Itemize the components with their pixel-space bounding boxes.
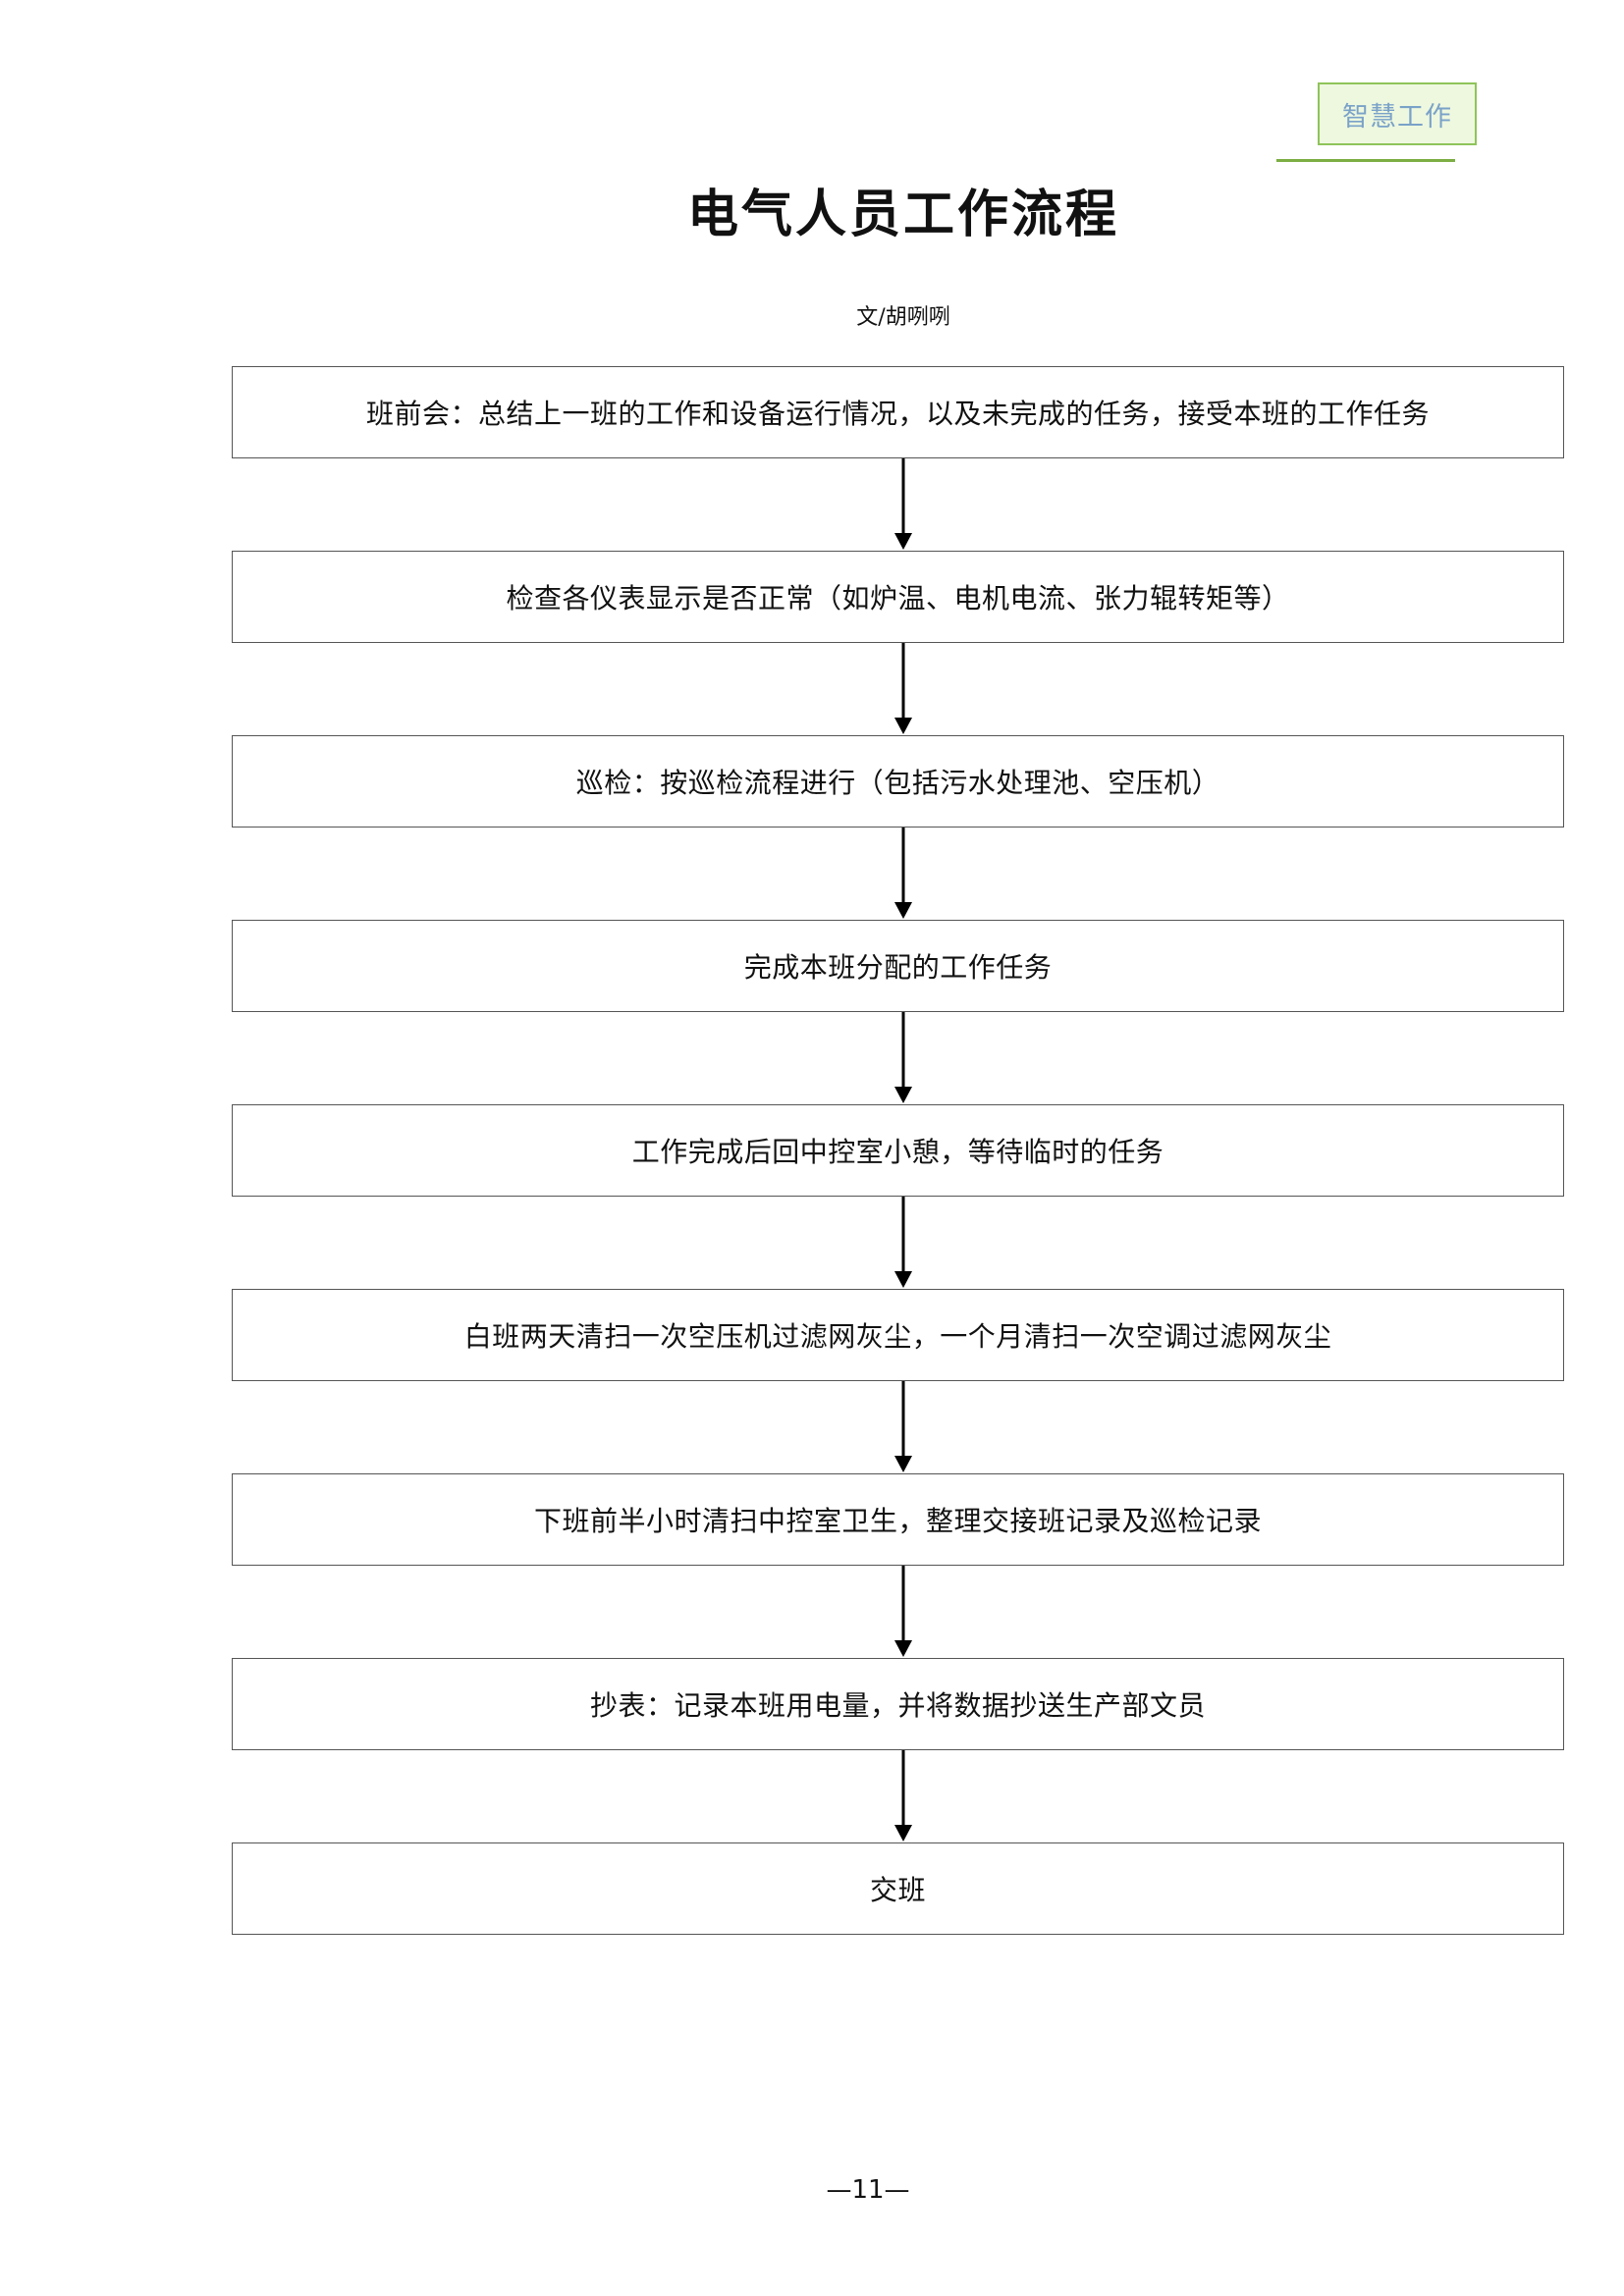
- flow-step-9: 交班: [232, 1842, 1564, 1935]
- header-badge: 智慧工作: [1318, 82, 1477, 145]
- flow-arrow-7: [894, 1566, 912, 1657]
- flow-arrow-8: [894, 1750, 912, 1842]
- flow-step-2: 检查各仪表显示是否正常（如炉温、电机电流、张力辊转矩等）: [232, 551, 1564, 643]
- flow-step-5: 工作完成后回中控室小憩，等待临时的任务: [232, 1104, 1564, 1197]
- flow-step-1: 班前会：总结上一班的工作和设备运行情况，以及未完成的任务，接受本班的工作任务: [232, 366, 1564, 458]
- flow-step-8: 抄表：记录本班用电量，并将数据抄送生产部文员: [232, 1658, 1564, 1750]
- author-line: 文/胡咧咧: [856, 305, 950, 330]
- flow-step-4: 完成本班分配的工作任务: [232, 920, 1564, 1012]
- flow-arrow-2: [894, 643, 912, 734]
- flow-arrow-5: [894, 1197, 912, 1288]
- flow-step-6: 白班两天清扫一次空压机过滤网灰尘，一个月清扫一次空调过滤网灰尘: [232, 1289, 1564, 1381]
- flow-arrow-4: [894, 1012, 912, 1103]
- flow-step-7: 下班前半小时清扫中控室卫生，整理交接班记录及巡检记录: [232, 1473, 1564, 1566]
- flow-arrow-6: [894, 1381, 912, 1472]
- page-title: 电气人员工作流程: [686, 185, 1119, 244]
- header-rule: [1276, 159, 1455, 162]
- flow-step-3: 巡检：按巡检流程进行（包括污水处理池、空压机）: [232, 735, 1564, 828]
- flow-arrow-3: [894, 828, 912, 919]
- flow-arrow-1: [894, 458, 912, 550]
- page-number: —11—: [826, 2175, 910, 2205]
